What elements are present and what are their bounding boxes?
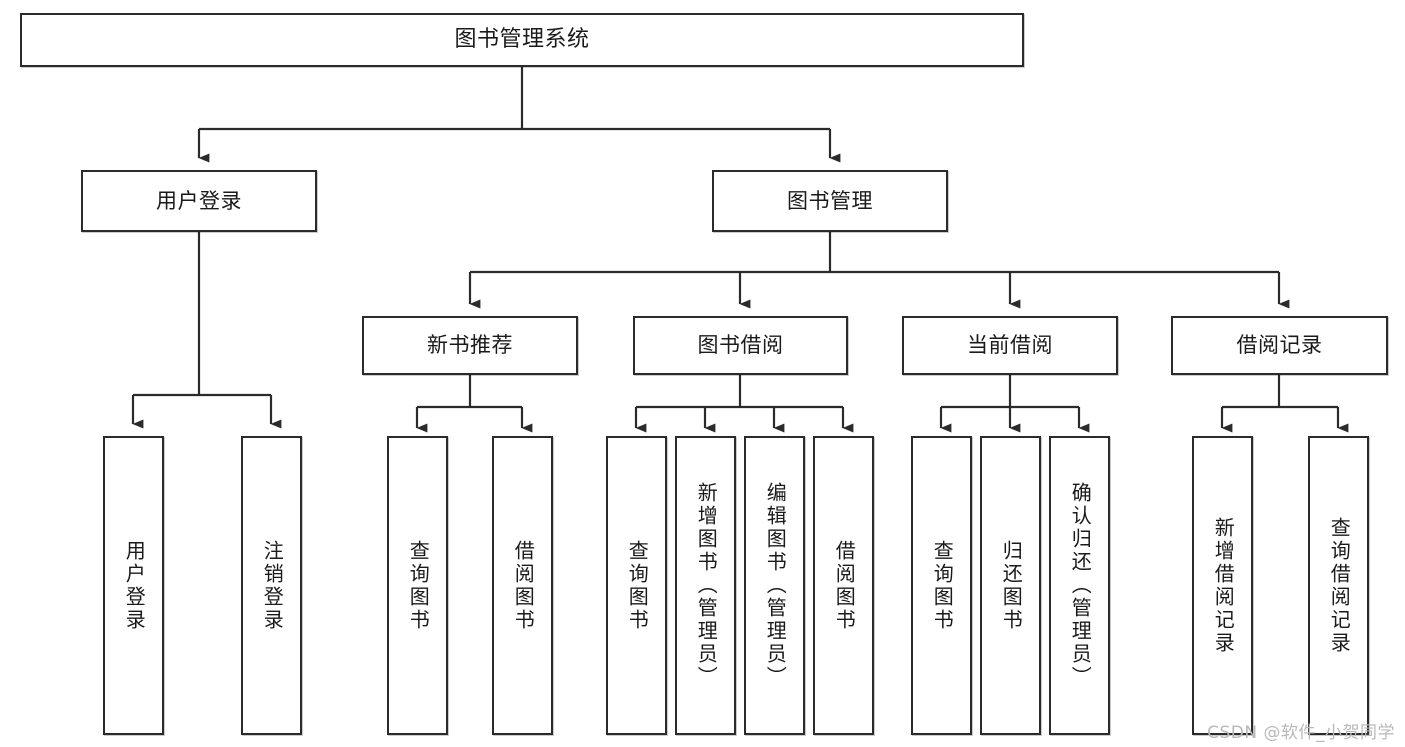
node-label: 用户登录 bbox=[156, 188, 242, 213]
leaf-borrow-add-book-admin[interactable]: 新增图书（管理员） bbox=[675, 436, 736, 735]
node-borrow-record[interactable]: 借阅记录 bbox=[1171, 316, 1388, 375]
leaf-user-login-logout[interactable]: 注销登录 bbox=[241, 436, 302, 735]
node-label: 查询图书 bbox=[625, 539, 650, 632]
node-label: 借阅图书 bbox=[511, 539, 536, 632]
leaf-borrow-edit-book-admin[interactable]: 编辑图书（管理员） bbox=[744, 436, 805, 735]
node-label: 用户登录 bbox=[122, 539, 147, 632]
node-label: 查询借阅记录 bbox=[1327, 516, 1352, 655]
node-label: 借阅图书 bbox=[832, 539, 857, 632]
node-label: 归还图书 bbox=[999, 539, 1024, 632]
node-label: 图书管理 bbox=[787, 188, 873, 213]
leaf-current-query-book[interactable]: 查询图书 bbox=[911, 436, 972, 735]
node-new-book-recommend[interactable]: 新书推荐 bbox=[362, 316, 578, 375]
node-label: 确认归还（管理员） bbox=[1068, 482, 1093, 689]
node-root-system[interactable]: 图书管理系统 bbox=[20, 13, 1024, 67]
node-label: 图书管理系统 bbox=[454, 27, 590, 53]
node-label: 新增借阅记录 bbox=[1211, 516, 1236, 655]
leaf-borrow-query-book[interactable]: 查询图书 bbox=[606, 436, 667, 735]
leaf-recommend-borrow-book[interactable]: 借阅图书 bbox=[492, 436, 553, 735]
node-label: 当前借阅 bbox=[967, 333, 1053, 358]
node-label: 新增图书（管理员） bbox=[694, 482, 719, 689]
leaf-current-confirm-return-admin[interactable]: 确认归还（管理员） bbox=[1049, 436, 1110, 735]
leaf-borrow-borrow-book[interactable]: 借阅图书 bbox=[813, 436, 874, 735]
node-label: 图书借阅 bbox=[697, 333, 784, 358]
node-user-login[interactable]: 用户登录 bbox=[81, 170, 317, 232]
leaf-user-login-login[interactable]: 用户登录 bbox=[103, 436, 164, 735]
node-current-borrow[interactable]: 当前借阅 bbox=[902, 316, 1118, 375]
leaf-current-return-book[interactable]: 归还图书 bbox=[980, 436, 1041, 735]
node-book-borrow[interactable]: 图书借阅 bbox=[633, 316, 848, 375]
node-label: 注销登录 bbox=[260, 539, 285, 632]
node-label: 编辑图书（管理员） bbox=[763, 482, 788, 689]
watermark-text: CSDN @软件_小贺同学 bbox=[1207, 723, 1395, 743]
node-label: 查询图书 bbox=[930, 539, 955, 632]
leaf-record-add-record[interactable]: 新增借阅记录 bbox=[1192, 436, 1253, 735]
node-label: 新书推荐 bbox=[427, 333, 513, 358]
leaf-record-query-record[interactable]: 查询借阅记录 bbox=[1308, 436, 1369, 735]
leaf-recommend-query-book[interactable]: 查询图书 bbox=[387, 436, 448, 735]
node-label: 借阅记录 bbox=[1236, 333, 1323, 358]
node-label: 查询图书 bbox=[406, 539, 431, 632]
node-book-management[interactable]: 图书管理 bbox=[712, 170, 948, 232]
